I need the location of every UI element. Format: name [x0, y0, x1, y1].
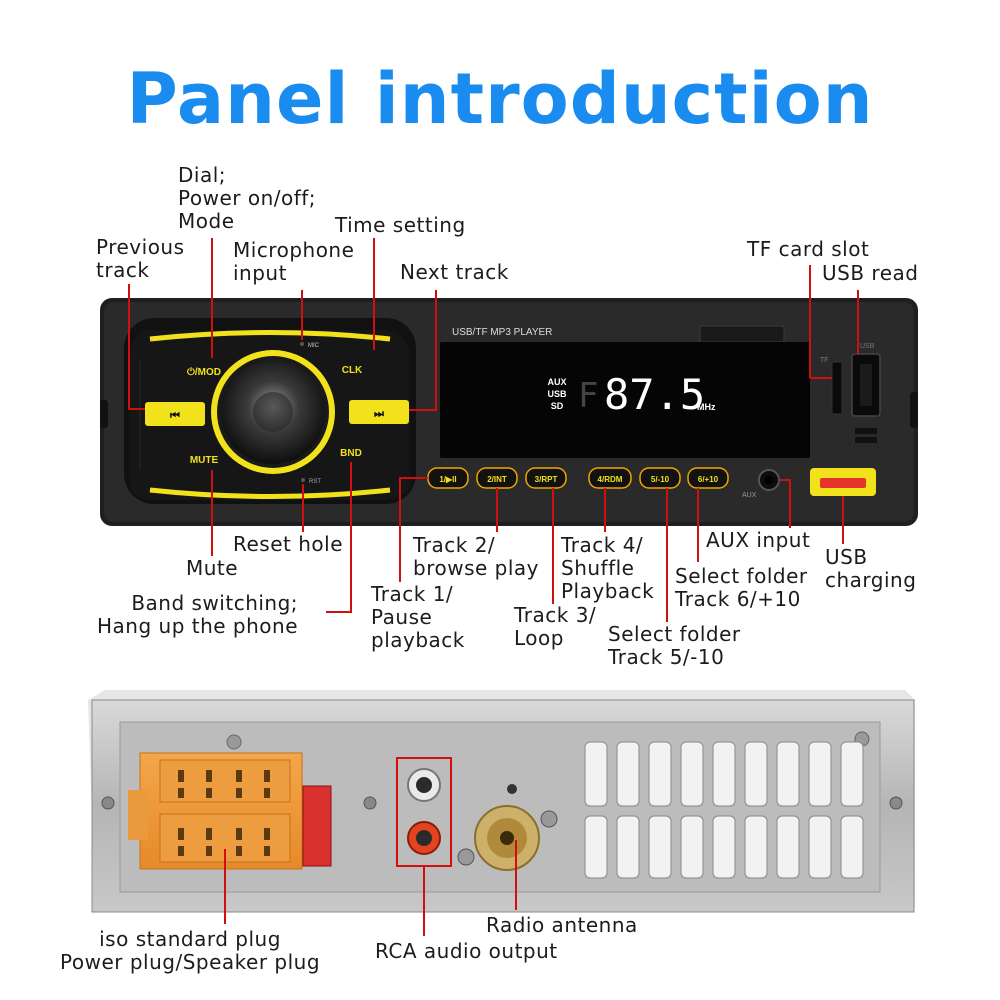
label-track3: Track 3/ Loop: [514, 603, 597, 650]
preset-1-label: 1/▶II: [439, 475, 456, 484]
usb-read-label: USB: [860, 343, 875, 350]
label-usb-read: USB read: [822, 261, 919, 285]
label-reset-hole: Reset hole: [233, 532, 343, 556]
preset-4-button[interactable]: [588, 467, 632, 489]
label-band-switching: Band switching; Hang up the phone: [97, 591, 299, 638]
band-indicator: F: [578, 376, 598, 416]
label-next-track: Next track: [400, 260, 509, 284]
aux-label: AUX: [742, 492, 757, 499]
previous-icon: ⏮: [170, 409, 180, 422]
callout-previous-track: [128, 284, 145, 410]
frequency-readout: 87.5: [604, 370, 705, 419]
card-slot-cover: [699, 325, 785, 343]
label-aux-input: AUX input: [706, 528, 811, 552]
page-title: Panel introduction: [126, 58, 874, 140]
vent-slots: [584, 741, 864, 879]
mod-label: ⏻/MOD: [187, 366, 221, 378]
preset-5-button[interactable]: [639, 467, 681, 489]
mute-label: MUTE: [190, 455, 219, 466]
callout-aux: [779, 479, 791, 528]
label-iso-plug: iso standard plug Power plug/Speaker plu…: [60, 927, 321, 974]
radio-antenna-socket[interactable]: [457, 805, 558, 871]
label-tf-card-slot: TF card slot: [747, 237, 870, 261]
preset-4-label: 4/RDM: [598, 475, 623, 484]
label-previous-track: Previous track: [96, 235, 185, 282]
source-sd: SD: [551, 401, 564, 411]
callout-band: [326, 462, 352, 613]
source-usb: USB: [547, 389, 567, 399]
callout-lines: [128, 238, 859, 936]
preset-6-label: 6/+10: [698, 475, 719, 484]
label-track4: Track 4/ Shuffle Playback: [561, 533, 655, 603]
label-rca-output: RCA audio output: [375, 939, 558, 963]
preset-2-label: 2/INT: [487, 475, 507, 484]
label-time-setting: Time setting: [335, 213, 466, 237]
previous-track-button[interactable]: [145, 402, 205, 426]
label-radio-antenna: Radio antenna: [486, 913, 638, 937]
label-usb-charging: USB charging: [825, 545, 917, 592]
label-folder-plus: Select folder Track 6/+10: [675, 564, 808, 611]
preset-3-label: 3/RPT: [535, 475, 558, 484]
preset-3-button[interactable]: [525, 467, 567, 489]
label-microphone-input: Microphone input: [233, 238, 355, 285]
iso-plug[interactable]: [128, 752, 332, 870]
preset-buttons: 1/▶II 2/INT 3/RPT 4/RDM 5/-10 6/+10: [427, 467, 729, 489]
label-dial: Dial; Power on/off; Mode: [178, 163, 317, 233]
microphone-hole: [300, 342, 304, 346]
rca-jacks[interactable]: [396, 757, 452, 867]
rst-label: RST: [309, 479, 321, 485]
callout-next-track: [409, 290, 437, 411]
bnd-label: BND: [340, 448, 362, 459]
reset-hole[interactable]: [301, 478, 305, 482]
tf-label: TF: [820, 357, 829, 364]
next-icon: ⏭: [374, 407, 384, 420]
label-folder-minus: Select folder Track 5/-10: [608, 622, 741, 669]
frequency-unit: MHz: [697, 402, 716, 412]
source-aux: AUX: [547, 377, 566, 387]
mic-label: MIC: [308, 343, 320, 349]
vent-hole: [507, 784, 517, 794]
clk-label: CLK: [342, 365, 363, 376]
tf-card-slot[interactable]: [831, 361, 843, 415]
callout-track1: [399, 477, 428, 582]
label-mute: Mute: [186, 556, 239, 580]
model-text: USB/TF MP3 PLAYER: [452, 327, 552, 338]
label-track2: Track 2/ browse play: [413, 533, 539, 580]
preset-6-button[interactable]: [687, 467, 729, 489]
label-track1: Track 1/ Pause playback: [371, 582, 465, 652]
preset-5-label: 5/-10: [651, 475, 670, 484]
lcd-display: [440, 342, 810, 458]
next-track-button[interactable]: [349, 400, 409, 424]
